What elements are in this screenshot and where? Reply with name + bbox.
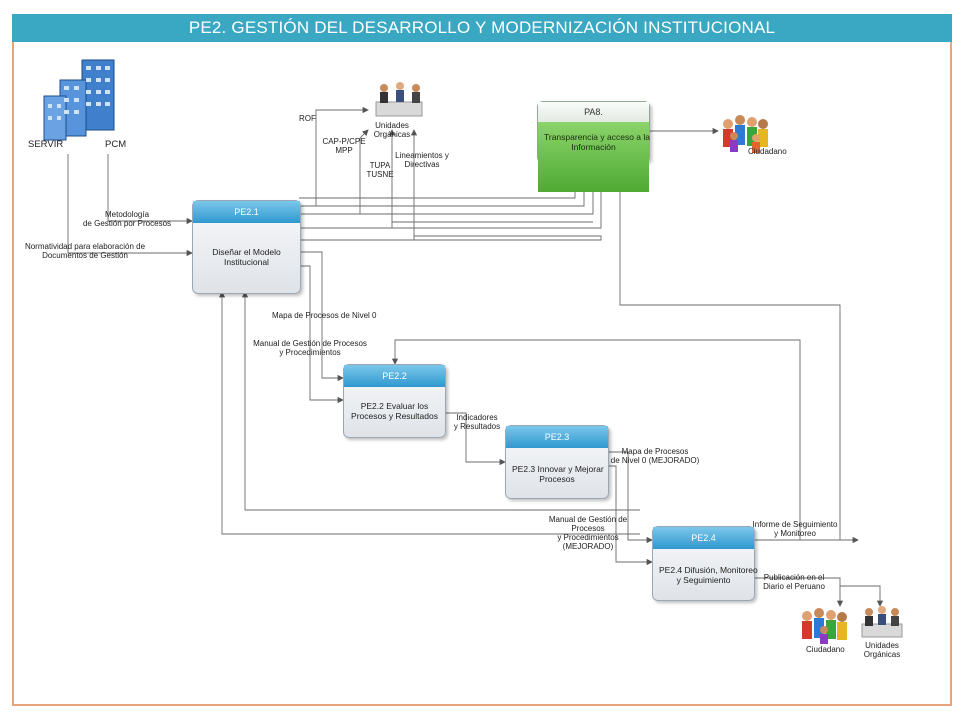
- meeting-people-icon: [858, 604, 906, 640]
- actor-ciudadano: Ciudadano: [748, 147, 787, 156]
- process-header: PE2.3: [506, 426, 608, 448]
- office-buildings-icon: [38, 56, 118, 142]
- process-header: PE2.2: [344, 365, 445, 387]
- process-body: PE2.2 Evaluar los Procesos y Resultados: [351, 401, 438, 421]
- process-header: PE2.4: [653, 527, 754, 549]
- process-box-pe22[interactable]: PE2.2 PE2.2 Evaluar los Procesos y Resul…: [343, 364, 446, 438]
- actor-unidades-organicas: Unidades Orgánicas: [863, 641, 901, 659]
- process-body: PE2.4 Difusión, Monitoreo y Seguimiento: [659, 565, 758, 585]
- flow-label-cap: CAP-P/CPE MPP: [322, 137, 366, 155]
- process-body: Diseñar el Modelo Institucional: [212, 247, 281, 267]
- flow-label-mapa-nivel-0: Mapa de Procesos de Nivel 0: [272, 311, 377, 320]
- process-box-pe21[interactable]: PE2.1 Diseñar el Modelo Institucional: [192, 200, 301, 294]
- flow-label-rof: ROF: [299, 114, 316, 123]
- flow-label-lineamientos: Lineamientos y Directivas: [395, 151, 449, 169]
- process-body: PE2.3 Innovar y Mejorar Procesos: [512, 464, 604, 484]
- process-header: PE2.1: [193, 201, 300, 223]
- crowd-people-icon: [718, 110, 772, 154]
- flow-label-manual: Manual de Gestión de Procesos y Procedim…: [253, 339, 367, 357]
- actor-ciudadano: Ciudadano: [806, 645, 845, 654]
- process-header: PA8.: [538, 102, 649, 122]
- meeting-people-icon: [370, 80, 428, 120]
- crowd-people-icon: [798, 604, 850, 644]
- actor-servir: SERVIR: [28, 139, 64, 150]
- process-box-pa8[interactable]: PA8. Transparencia y acceso a la Informa…: [537, 101, 650, 192]
- flow-label-normatividad: Normatividad para elaboración de Documen…: [24, 242, 146, 260]
- flow-label-informe: Informe de Seguimiento y Monitoreo: [752, 520, 838, 538]
- flow-label-indicadores: Indicadores y Resultados: [453, 413, 501, 431]
- flow-label-manual-mejorado: Manual de Gestión de Procesos y Procedim…: [548, 515, 628, 551]
- actor-unidades-organicas: Unidades Orgánicas: [373, 121, 411, 139]
- flow-label-mapa-mejorado: Mapa de Procesos de Nivel 0 (MEJORADO): [610, 447, 700, 465]
- actor-pcm: PCM: [105, 139, 127, 150]
- flow-label-metodologia: Metodología de Gestión por Procesos: [82, 210, 172, 228]
- page-title: PE2. GESTIÓN DEL DESARROLLO Y MODERNIZAC…: [12, 14, 952, 42]
- flow-label-tupa: TUPA TUSNE: [366, 161, 394, 179]
- process-body: Transparencia y acceso a la Información: [538, 122, 650, 192]
- process-box-pe23[interactable]: PE2.3 PE2.3 Innovar y Mejorar Procesos: [505, 425, 609, 499]
- flow-label-publicacion: Publicación en el Diario el Peruano: [763, 573, 825, 591]
- process-box-pe24[interactable]: PE2.4 PE2.4 Difusión, Monitoreo y Seguim…: [652, 526, 758, 601]
